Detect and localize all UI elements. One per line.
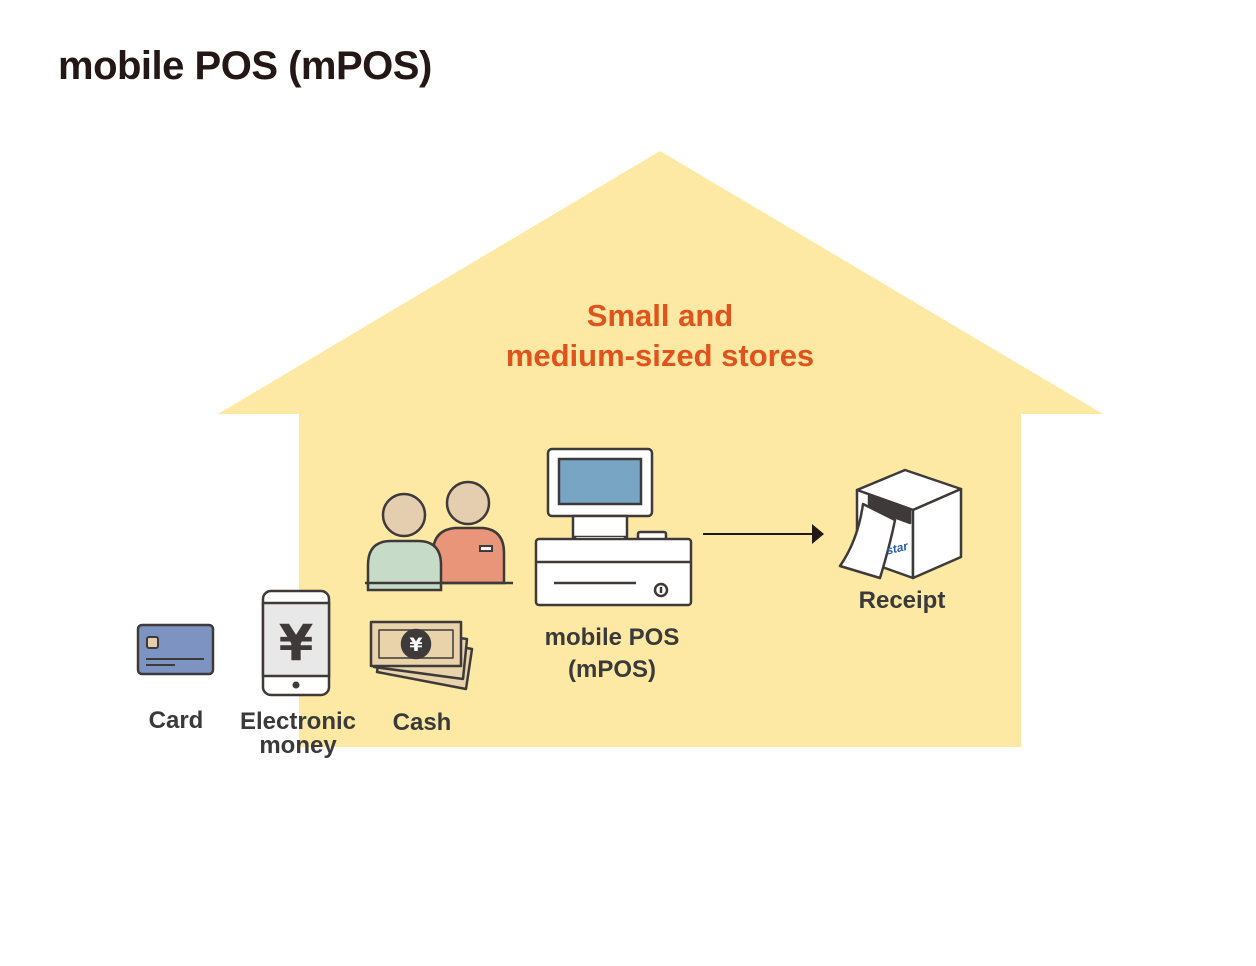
page-title: mobile POS (mPOS) [58,44,432,88]
store-label-line2: medium-sized stores [505,338,815,373]
electronic-money-line2: money [259,732,337,759]
cash-label: Cash [392,709,452,736]
receipt-printer-icon: star [838,468,963,580]
cash-bills-icon: ¥ [369,620,474,691]
pos-label: mobile POS (mPOS) [520,625,704,683]
credit-card-icon [136,623,215,676]
yen-coin-symbol: ¥ [409,634,422,656]
pos-label-line1: mobile POS [544,624,680,651]
pos-label-line2: (mPOS) [567,656,656,683]
yen-symbol: ¥ [279,614,314,672]
store-house-shape [218,151,1103,747]
printer-brand-logo: star [885,538,911,557]
electronic-money-label: Electronic money [232,710,364,758]
pos-terminal-icon [534,447,693,607]
people-icon [365,480,513,592]
card-label: Card [148,707,204,734]
arrow-pos-to-printer [703,524,824,544]
store-label-line1: Small and [586,298,734,333]
smartphone-yen-icon: ¥ [261,589,331,697]
store-type-label: Small and medium-sized stores [470,296,850,376]
receipt-label: Receipt [858,587,946,614]
electronic-money-line1: Electronic [239,708,357,735]
